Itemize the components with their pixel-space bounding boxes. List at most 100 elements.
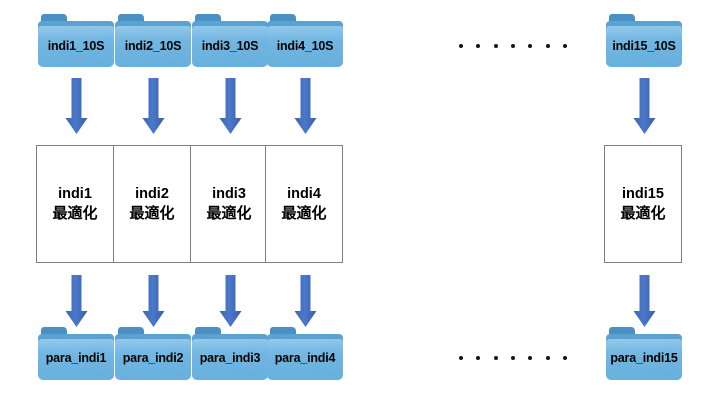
folder-gloss xyxy=(192,339,268,353)
folder-body xyxy=(606,339,682,380)
input-folder-icon-15[interactable] xyxy=(606,14,682,67)
folder-tab xyxy=(609,14,635,25)
process-line1-1: indi1 xyxy=(58,185,92,202)
ellipsis-dot xyxy=(562,44,567,48)
folder-gloss xyxy=(267,26,343,40)
folder-tab xyxy=(270,327,296,338)
process-box-text-4: indi4 最適化 xyxy=(281,185,326,224)
pipeline-column-2: indi2_10S indi2 最適化 para_indi2 xyxy=(105,0,201,405)
process-box-text-2: indi2 最適化 xyxy=(129,185,174,224)
process-box-1[interactable]: indi1 最適化 xyxy=(36,145,114,263)
ellipsis-dot xyxy=(476,44,481,48)
folder-tab xyxy=(41,327,67,338)
folder-body xyxy=(115,339,191,380)
output-folder-icon-4[interactable] xyxy=(267,327,343,380)
folder-tab xyxy=(118,327,144,338)
ellipsis-top xyxy=(459,41,567,51)
ellipsis-dot xyxy=(493,44,498,48)
input-folder-icon-1[interactable] xyxy=(38,14,114,67)
output-folder-icon-15[interactable] xyxy=(606,327,682,380)
output-folder-label-4: para_indi4 xyxy=(274,351,336,365)
ellipsis-dot xyxy=(528,356,533,360)
arrow-down-icon-input-1 xyxy=(65,78,88,134)
ellipsis-dot xyxy=(493,356,498,360)
ellipsis-dot xyxy=(510,356,515,360)
folder-tab xyxy=(195,14,221,25)
folder-body xyxy=(115,26,191,67)
folder-tab xyxy=(118,14,144,25)
process-line2-3: 最適化 xyxy=(206,203,252,222)
process-box-3[interactable]: indi3 最適化 xyxy=(190,145,268,263)
input-folder-icon-3[interactable] xyxy=(192,14,268,67)
folder-body xyxy=(192,26,268,67)
output-folder-label-3: para_indi3 xyxy=(199,351,261,365)
process-box-text-1: indi1 最適化 xyxy=(52,185,97,224)
folder-body xyxy=(38,26,114,67)
ellipsis-dot xyxy=(528,44,533,48)
output-folder-label-1: para_indi1 xyxy=(45,351,107,365)
process-box-4[interactable]: indi4 最適化 xyxy=(265,145,343,263)
arrow-down-icon-input-3 xyxy=(219,78,242,134)
folder-gloss xyxy=(38,339,114,353)
arrow-down-icon-output-4 xyxy=(294,275,317,327)
folder-tab xyxy=(609,327,635,338)
ellipsis-dot xyxy=(476,356,481,360)
input-folder-label-4: indi4_10S xyxy=(276,39,334,53)
process-line2-4: 最適化 xyxy=(281,203,327,222)
folder-gloss xyxy=(115,339,191,353)
input-folder-label-3: indi3_10S xyxy=(201,39,259,53)
input-folder-label-1: indi1_10S xyxy=(47,39,105,53)
ellipsis-dot xyxy=(562,356,567,360)
ellipsis-bottom xyxy=(459,353,567,363)
process-line2-15: 最適化 xyxy=(620,203,666,222)
input-folder-label-15: indi15_10S xyxy=(612,39,676,53)
folder-gloss xyxy=(115,26,191,40)
process-line2-1: 最適化 xyxy=(52,203,98,222)
folder-body xyxy=(38,339,114,380)
ellipsis-dot xyxy=(459,356,463,360)
process-box-2[interactable]: indi2 最適化 xyxy=(113,145,191,263)
output-folder-icon-3[interactable] xyxy=(192,327,268,380)
output-folder-label-15: para_indi15 xyxy=(610,351,678,365)
folder-body xyxy=(192,339,268,380)
output-folder-icon-1[interactable] xyxy=(38,327,114,380)
arrow-down-icon-output-15 xyxy=(633,275,656,327)
ellipsis-dot xyxy=(545,44,550,48)
arrow-down-icon-output-2 xyxy=(142,275,165,327)
ellipsis-dot xyxy=(459,44,463,48)
pipeline-column-3: indi3_10S indi3 最適化 para_indi3 xyxy=(182,0,278,405)
input-folder-label-2: indi2_10S xyxy=(124,39,182,53)
arrow-down-icon-output-1 xyxy=(65,275,88,327)
pipeline-column-15: indi15_10S indi15 最適化 para_indi15 xyxy=(596,0,692,405)
input-folder-icon-4[interactable] xyxy=(267,14,343,67)
ellipsis-dot xyxy=(510,44,515,48)
output-folder-icon-2[interactable] xyxy=(115,327,191,380)
arrow-down-icon-input-2 xyxy=(142,78,165,134)
process-box-15[interactable]: indi15 最適化 xyxy=(604,145,682,263)
folder-gloss xyxy=(267,339,343,353)
folder-tab xyxy=(41,14,67,25)
process-box-text-15: indi15 最適化 xyxy=(620,185,665,224)
folder-gloss xyxy=(606,339,682,353)
folder-gloss xyxy=(192,26,268,40)
folder-tab xyxy=(270,14,296,25)
ellipsis-dot xyxy=(545,356,550,360)
process-line1-15: indi15 xyxy=(622,185,664,202)
folder-body xyxy=(267,339,343,380)
process-box-text-3: indi3 最適化 xyxy=(206,185,251,224)
folder-tab xyxy=(195,327,221,338)
input-folder-icon-2[interactable] xyxy=(115,14,191,67)
process-line1-3: indi3 xyxy=(212,185,246,202)
pipeline-column-1: indi1_10S indi1 最適化 xyxy=(28,0,124,405)
process-line1-2: indi2 xyxy=(135,185,169,202)
pipeline-column-ellipsis xyxy=(455,0,575,405)
folder-gloss xyxy=(38,26,114,40)
arrow-down-icon-output-3 xyxy=(219,275,242,327)
pipeline-column-4: indi4_10S indi4 最適化 para_indi4 xyxy=(257,0,353,405)
arrow-down-icon-input-15 xyxy=(633,78,656,134)
folder-body xyxy=(267,26,343,67)
arrow-down-icon-input-4 xyxy=(294,78,317,134)
output-folder-label-2: para_indi2 xyxy=(122,351,184,365)
process-line2-2: 最適化 xyxy=(129,203,175,222)
